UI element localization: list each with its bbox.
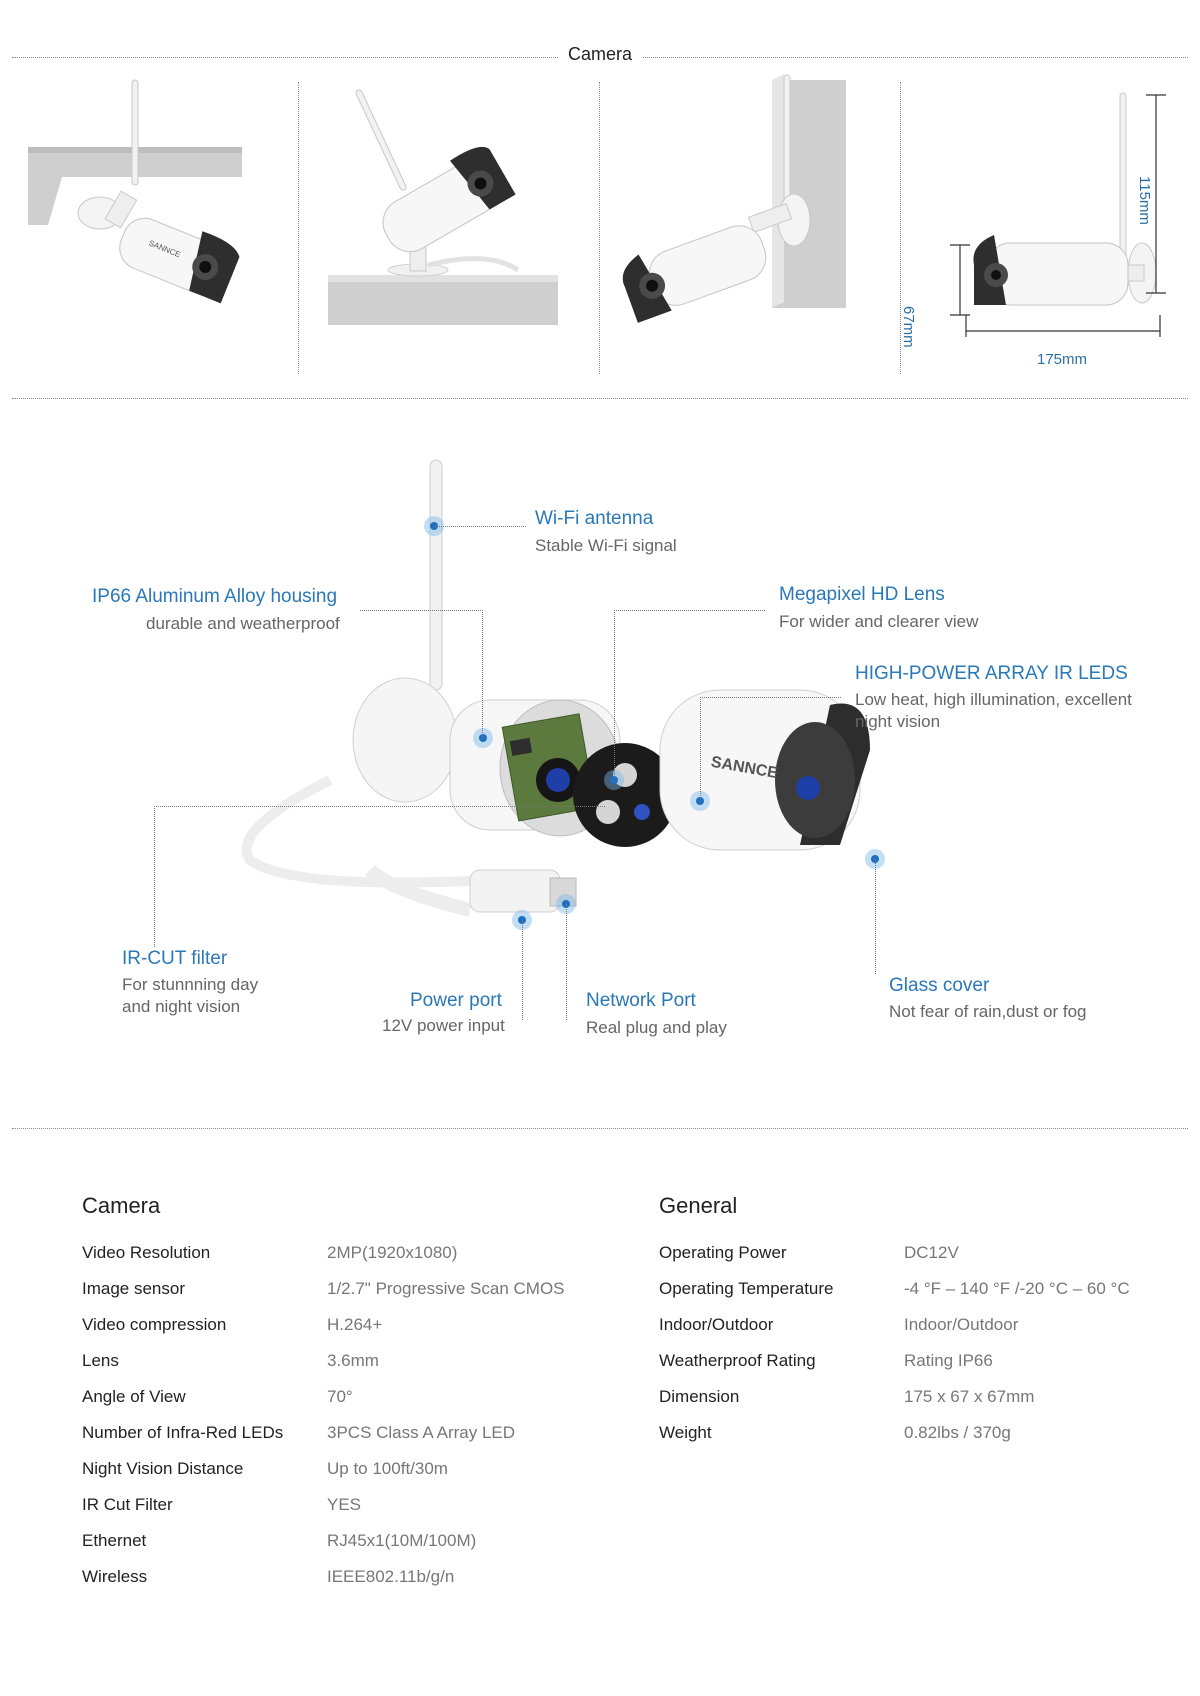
spec-value: YES [327,1495,362,1514]
spec-key: Wireless [82,1567,148,1586]
dimension-diameter: 67mm [900,306,917,348]
spec-key: Operating Temperature [659,1279,834,1298]
spec-row: Weight 0.82lbs / 370g [659,1423,1179,1447]
lens-leader [614,610,765,781]
spec-key: Operating Power [659,1243,787,1262]
ir-leds-title: HIGH-POWER ARRAY IR LEDS [855,663,1128,684]
spec-row: Operating Power DC12V [659,1243,1179,1267]
spec-key: Weight [659,1423,712,1442]
glass-cover-sub: Not fear of rain,dust or fog [889,1002,1087,1021]
wifi-antenna-sub: Stable Wi-Fi signal [535,536,677,555]
spec-key: Lens [82,1351,119,1370]
lens-sub: For wider and clearer view [779,612,979,631]
spec-row: IR Cut Filter YES [82,1495,602,1519]
spec-key: Video compression [82,1315,227,1334]
housing-leader [360,610,483,739]
dimension-height: 115mm [1136,176,1153,225]
wall-mount-image [622,74,846,323]
glass-leader [875,859,876,974]
glass-cover-title: Glass cover [889,975,990,996]
dimension-diagram [950,92,1166,337]
view-separator-3 [900,82,901,374]
spec-row: Lens 3.6mm [82,1351,602,1375]
housing-sub: durable and weatherproof [146,614,340,633]
section-divider-1 [12,398,1188,399]
spec-row: Video Resolution 2MP(1920x1080) [82,1243,602,1267]
spec-row: Angle of View 70° [82,1387,602,1411]
spec-row: Number of Infra-Red LEDs 3PCS Class A Arr… [82,1423,602,1447]
camera-specs-table: Video Resolution 2MP(1920x1080) Image sens… [82,1243,602,1593]
spec-value: 175 x 67 x 67mm [904,1387,1035,1406]
spec-row: Video compression H.264+ [82,1315,602,1339]
spec-value: H.264+ [327,1315,383,1334]
spec-value: -4 °F – 140 °F /-20 °C – 60 °C [904,1279,1130,1298]
spec-row: Night Vision Distance Up to 100ft/30m [82,1459,602,1483]
power-port-sub: 12V power input [382,1016,505,1035]
spec-value: 0.82lbs / 370g [904,1423,1011,1442]
spec-key: Video Resolution [82,1243,211,1262]
spec-row: Operating Temperature -4 °F – 140 °F /-20… [659,1279,1179,1303]
spec-value: Indoor/Outdoor [904,1315,1019,1334]
housing-marker [473,728,493,748]
section-divider-2 [12,1128,1188,1129]
ceiling-mount-image: SANNCE [28,79,242,304]
spec-value: RJ45x1(10M/100M) [327,1531,477,1550]
spec-key: Image sensor [82,1279,185,1298]
power-port-title: Power port [410,990,502,1011]
view-separator-2 [599,82,600,374]
section-title: Camera [0,44,1200,65]
view-separator-1 [298,82,299,374]
spec-row: Dimension 175 x 67 x 67mm [659,1387,1179,1411]
spec-key: IR Cut Filter [82,1495,173,1514]
spec-key: Angle of View [82,1387,186,1406]
spec-key: Night Vision Distance [82,1459,244,1478]
lens-title: Megapixel HD Lens [779,584,945,605]
wifi-antenna-title: Wi-Fi antenna [535,508,654,529]
spec-row: Indoor/Outdoor Indoor/Outdoor [659,1315,1179,1339]
network-port-sub: Real plug and play [586,1018,727,1037]
spec-row: Image sensor 1/2.7" Progressive Scan CMOS [82,1279,602,1303]
spec-row: Ethernet RJ45x1(10M/100M) [82,1531,602,1555]
spec-row: Weatherproof Rating Rating IP66 [659,1351,1179,1375]
spec-value: IEEE802.11b/g/n [327,1567,455,1586]
spec-key: Ethernet [82,1531,147,1550]
ir-cut-sub-1: For stunnning day [122,975,259,994]
ir-leds-leader [700,697,841,802]
spec-value: 2MP(1920x1080) [327,1243,458,1262]
wifi-leader [434,526,526,527]
camera-specs-heading: Camera [82,1193,161,1218]
ir-leds-sub-2: night vision [855,712,941,731]
spec-row: Wireless IEEE802.11b/g/n [82,1567,602,1591]
housing-title: IP66 Aluminum Alloy housing [92,586,338,607]
ir-cut-sub-2: and night vision [122,997,241,1016]
spec-value: 70° [327,1387,353,1406]
ir-cut-title: IR-CUT filter [122,948,228,969]
general-specs-table: Operating Power DC12V Operating Temperatur… [659,1243,1179,1483]
network-leader [566,904,567,1020]
ir-leds-sub-1: Low heat, high illumination, excellent [855,690,1132,709]
spec-value: Rating IP66 [904,1351,993,1370]
spec-key: Indoor/Outdoor [659,1315,774,1334]
power-leader [522,920,523,1020]
spec-value: 3.6mm [327,1351,379,1370]
exploded-camera-image: SANNCE [241,459,870,917]
spec-value: Up to 100ft/30m [327,1459,448,1478]
spec-value: 1/2.7" Progressive Scan CMOS [327,1279,565,1298]
network-port-title: Network Port [586,990,696,1011]
spec-value: DC12V [904,1243,959,1262]
spec-value: 3PCS Class A Array LED [327,1423,516,1442]
general-specs-heading: General [659,1193,738,1218]
spec-key: Dimension [659,1387,740,1406]
spec-key: Weatherproof Rating [659,1351,816,1370]
desktop-stand-image [328,89,558,325]
spec-key: Number of Infra-Red LEDs [82,1423,284,1442]
dimension-length: 175mm [1037,351,1088,368]
ir-cut-leader [154,806,605,947]
